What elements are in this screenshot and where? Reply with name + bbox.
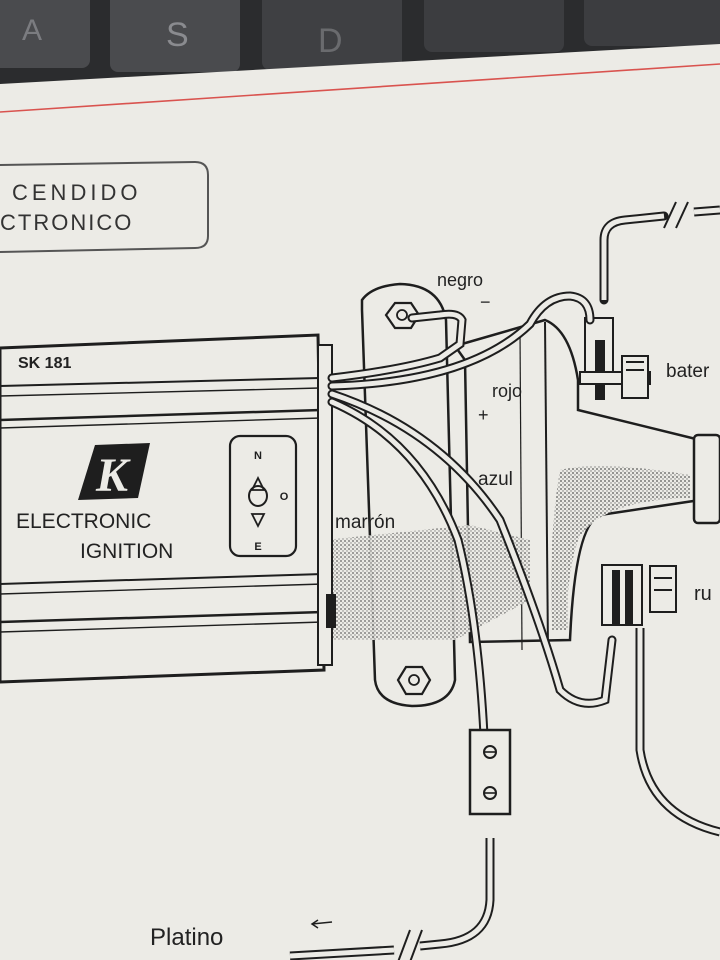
key-label-a: A — [22, 14, 43, 47]
red-margin-rule — [0, 63, 720, 113]
module-screw-tab — [326, 594, 336, 628]
wire-break-mark — [675, 201, 689, 229]
keyboard-key — [262, 0, 402, 70]
label-blue-wire: azul — [478, 469, 513, 490]
switch-label-bottom: E — [254, 541, 261, 553]
switch-label-top: N — [254, 450, 262, 462]
battery-terminal — [579, 317, 651, 400]
switch-knob-icon — [248, 485, 268, 507]
mode-switch-panel[interactable]: N O E — [228, 434, 298, 558]
label-minus: − — [480, 292, 491, 312]
direction-arrow — [311, 921, 333, 925]
key-label-s: S — [166, 16, 189, 54]
title-line-2: CTRONICO — [0, 210, 134, 235]
switch-label-right: O — [280, 491, 289, 503]
switch-up-arrow-icon — [250, 475, 266, 491]
label-red-wire: rojo — [492, 381, 523, 401]
paper-sheet — [0, 44, 720, 960]
keyboard-key — [424, 0, 564, 52]
engine-surface — [325, 525, 530, 640]
module-model: SK 181 — [18, 355, 72, 372]
brand-line-2: IGNITION — [80, 540, 174, 563]
wire-break-mark — [409, 929, 423, 960]
bracket-nut-bottom — [396, 665, 432, 696]
brand-logo: K — [78, 443, 150, 502]
wire-break-mark — [663, 201, 677, 229]
label-points: Platino — [150, 924, 224, 951]
label-black-wire: negro — [437, 270, 484, 290]
ignition-module — [0, 333, 336, 684]
wire-connector — [468, 728, 512, 816]
label-plus: + — [478, 405, 489, 425]
keyboard-key — [584, 0, 720, 46]
key-label-d: D — [318, 22, 343, 60]
wire-break-mark — [397, 929, 411, 960]
keyboard-key — [0, 0, 90, 68]
label-battery: bater — [666, 361, 710, 382]
keyboard-key — [110, 0, 240, 72]
logo-letter: K — [95, 449, 131, 502]
brand-line-1: ELECTRONIC — [16, 510, 152, 533]
switch-down-arrow-icon — [250, 513, 266, 529]
title-line-1: CENDIDO — [12, 180, 142, 205]
breaker-terminal — [601, 564, 677, 626]
title-box — [0, 160, 209, 253]
label-brown-wire: marrón — [335, 512, 396, 533]
label-breaker: ru — [694, 583, 712, 605]
